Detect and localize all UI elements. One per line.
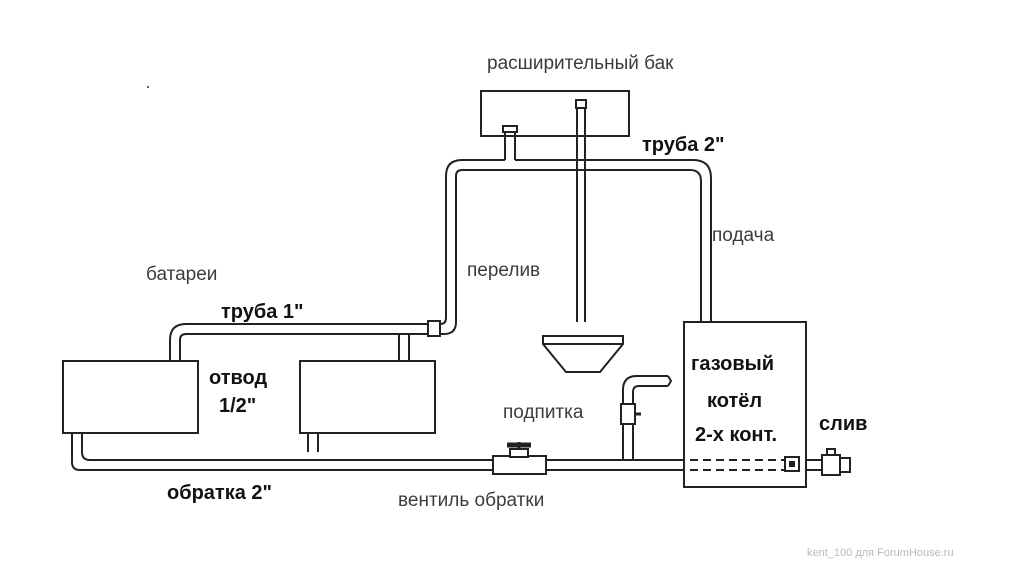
pipe-1in xyxy=(169,317,457,362)
expansion-tank xyxy=(480,90,630,160)
radiator-left xyxy=(62,360,199,434)
boiler-label-line1: газовый xyxy=(691,353,774,375)
radiators-label: батареи xyxy=(146,264,217,285)
gas-boiler xyxy=(683,321,807,488)
branch-label-line1: отвод xyxy=(209,367,267,389)
watermark: kent_100 для ForumHouse.ru xyxy=(807,547,954,559)
pipe-2in-label: труба 2" xyxy=(642,134,725,156)
branch-label-line2: 1/2" xyxy=(219,395,256,417)
return-pipe-label: обратка 2" xyxy=(167,482,272,504)
supply-label: подача xyxy=(712,225,775,246)
boiler-label-line2: котёл xyxy=(707,390,762,412)
return-pipe xyxy=(71,451,684,471)
return-valve-label: вентиль обратки xyxy=(398,490,544,511)
boiler-label-line3: 2-х конт. xyxy=(695,424,777,446)
radiator-return-drops xyxy=(71,433,319,462)
pipe-1in-label: труба 1" xyxy=(221,301,304,323)
funnel xyxy=(542,335,624,373)
stray-dot xyxy=(147,86,149,88)
overflow-pipe xyxy=(575,99,587,322)
overflow-label: перелив xyxy=(467,260,540,281)
return-valve xyxy=(492,442,547,475)
supply-pipe xyxy=(445,159,712,322)
drain-label: слив xyxy=(819,413,867,435)
makeup-label: подпитка xyxy=(503,402,584,423)
makeup-line xyxy=(620,375,673,460)
expansion-tank-label: расширительный бак xyxy=(487,53,674,74)
drain-fitting xyxy=(806,448,851,476)
radiator-right xyxy=(299,360,436,434)
